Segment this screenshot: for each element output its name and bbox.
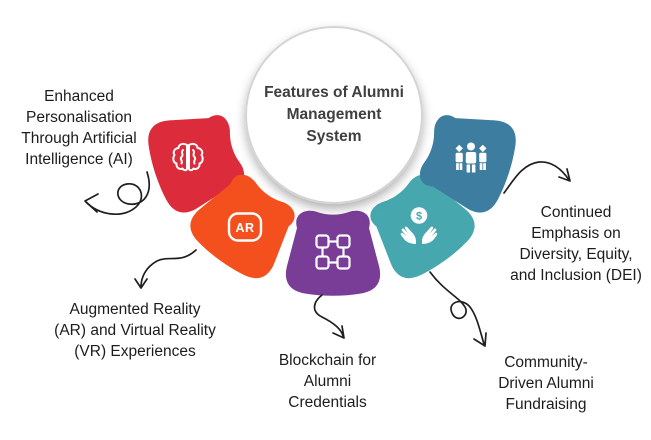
ar-icon-text: AR [235,221,254,235]
ar-icon-frame [227,212,263,242]
arrowhead [473,332,487,347]
brain-right-lobe [188,142,204,172]
petal-group [148,115,516,296]
label-ai-personalisation: Enhanced Personalisation Through Artific… [21,88,137,168]
blockchain-links [321,240,345,264]
left-hand [400,226,416,244]
petal-fundraising [370,174,475,279]
arrow-blockchain [313,294,345,339]
petal-blockchain [285,210,381,296]
label-ar-vr-experiences: Augmented Reality (AR) and Virtual Reali… [54,301,216,360]
petal-ai [148,115,245,213]
connector-arrows [84,161,571,347]
arrow-dei [503,161,571,194]
label-blockchain-credentials: Blockchain for Alumni Credentials [278,352,377,411]
diagram-title: Features of Alumni Management System [264,84,404,145]
label-community-fundraising: Community- Driven Alumni Fundraising [498,354,594,413]
arrow-fundraising [429,271,487,347]
arrowhead [558,168,571,182]
label-dei-emphasis: Continued Emphasis on Diversity, Equity,… [510,204,642,284]
arrow-ai [84,171,150,215]
coin [410,207,428,224]
petal-ar-vr [190,174,295,279]
blockchain-icon [315,234,351,270]
petal-dei [419,115,516,213]
brain-left-lobe [172,142,188,172]
coin-symbol: $ [416,210,422,222]
brain-icon [172,142,204,172]
arrowhead [134,278,148,289]
right-hand [422,226,438,244]
arrowhead [332,325,345,339]
center-circle [245,26,423,204]
ar-icon: AR [227,212,263,242]
hands-coin-icon: $ [400,207,438,244]
arrow-ar-vr [134,249,197,289]
arrowhead [84,193,99,213]
person-middle [465,142,477,173]
